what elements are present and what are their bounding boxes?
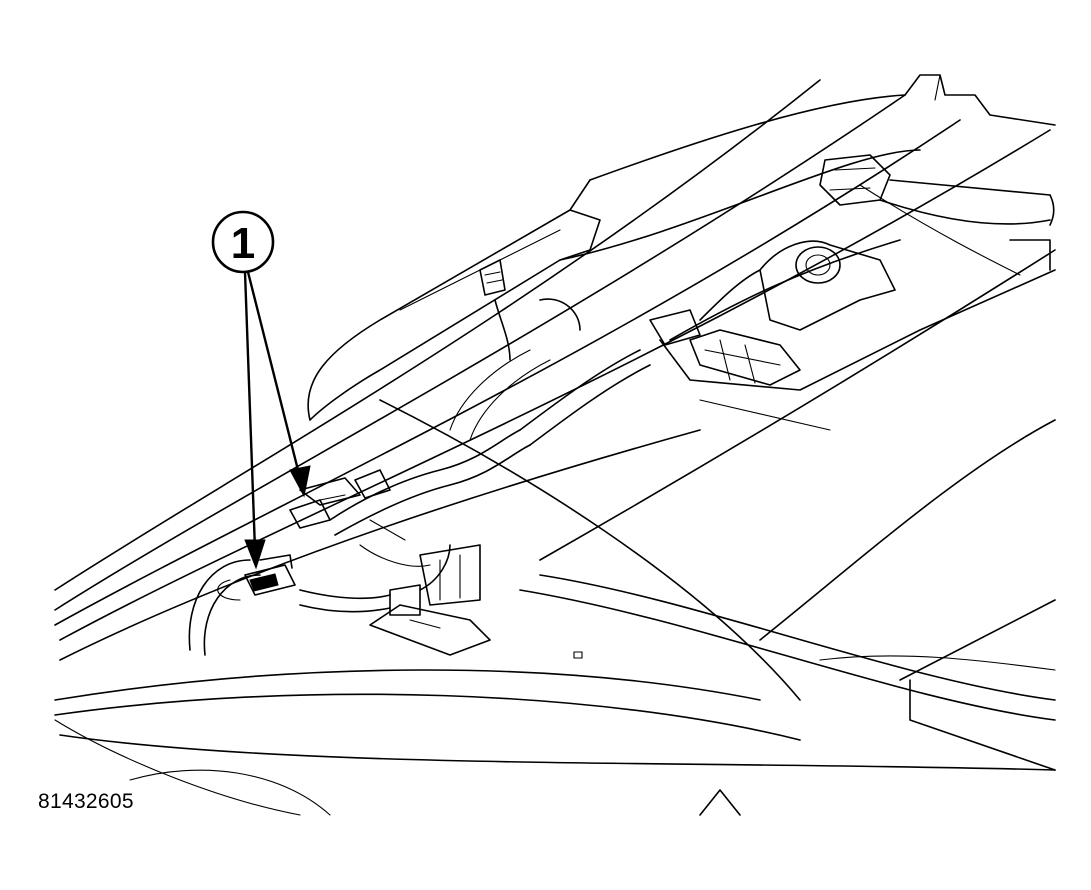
arrow-head-upper [289,465,311,498]
callout-1: 1 [211,210,311,570]
drain-connector-upper [289,469,391,529]
body-outline [54,74,1056,816]
drain-connector-lower [217,554,296,601]
callout-number: 1 [231,219,255,268]
callout-circle [211,210,275,274]
wire-harness [188,259,761,656]
roof-panel [307,94,1056,771]
bracket-plate [369,544,583,659]
sunroof-motor [689,154,896,386]
arrow-head-lower [244,539,266,570]
figure-id-label: 81432605 [38,790,134,813]
